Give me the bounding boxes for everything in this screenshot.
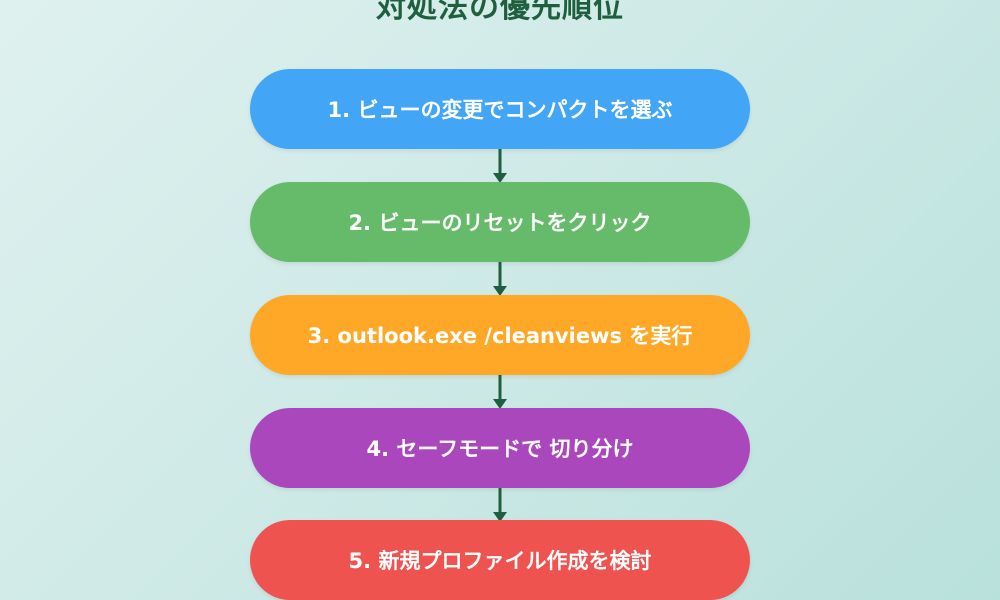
arrow-4-to-5 xyxy=(493,488,507,522)
step-3-box: 3. outlook.exe /cleanviews を実行 xyxy=(250,295,750,375)
arrow-1-to-2 xyxy=(493,149,507,183)
step-2-label: 2. ビューのリセットをクリック xyxy=(348,211,652,235)
arrow-3-to-4 xyxy=(493,375,507,409)
diagram-title: 対処法の優先順位 xyxy=(376,0,624,25)
step-2-box: 2. ビューのリセットをクリック xyxy=(250,182,750,262)
step-4-box: 4. セーフモードで 切り分け xyxy=(250,408,750,488)
step-1-box: 1. ビューの変更でコンパクトを選ぶ xyxy=(250,69,750,149)
step-4-label: 4. セーフモードで 切り分け xyxy=(366,437,634,461)
step-5-box: 5. 新規プロファイル作成を検討 xyxy=(250,520,750,600)
step-1-label: 1. ビューの変更でコンパクトを選ぶ xyxy=(327,98,673,122)
step-3-label: 3. outlook.exe /cleanviews を実行 xyxy=(307,324,693,348)
step-5-label: 5. 新規プロファイル作成を検討 xyxy=(348,549,652,573)
arrow-2-to-3 xyxy=(493,262,507,296)
